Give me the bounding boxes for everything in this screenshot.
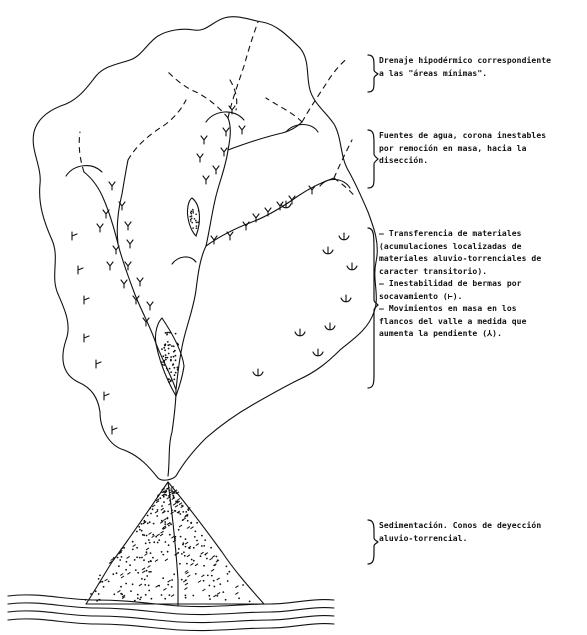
berm-instability-symbol bbox=[97, 224, 103, 232]
berm-instability-symbol bbox=[221, 148, 227, 156]
berm-instability-symbol bbox=[265, 208, 271, 216]
legend-line: — Inestabilidad de bermas por bbox=[379, 278, 587, 291]
mass-movement-symbol bbox=[295, 329, 305, 336]
berm-instability-symbol bbox=[243, 222, 249, 230]
berm-instability-symbol bbox=[109, 182, 115, 190]
legend-line: materiales aluvio-torrenciales de bbox=[379, 253, 587, 266]
berm-instability-symbol bbox=[127, 240, 133, 248]
left-channel bbox=[84, 172, 176, 390]
berm-instability-symbol bbox=[213, 166, 219, 174]
source-arc-right bbox=[286, 125, 318, 133]
mass-movement-symbol bbox=[313, 349, 323, 356]
berm-instability-symbol bbox=[239, 126, 245, 134]
source-arc-center bbox=[206, 112, 244, 122]
mass-movement-symbol bbox=[78, 266, 83, 274]
legend-subsurface-drainage: Drenaje hipodérmico correspondiente a la… bbox=[368, 55, 587, 87]
legend-transfer: — Transferencia de materiales (acumulaci… bbox=[368, 228, 587, 388]
center-channel bbox=[206, 118, 230, 246]
legend-line: Sedimentación. Conos de deyección bbox=[379, 520, 587, 533]
legend-line: aumenta la pendiente (⅄). bbox=[379, 328, 587, 341]
legend-line: — Movimientos en masa en los bbox=[379, 303, 587, 316]
mass-movement-symbol bbox=[341, 295, 351, 302]
mass-movement-symbol bbox=[323, 247, 333, 254]
berm-instability-symbol bbox=[223, 128, 229, 136]
berm-instability-symbol bbox=[125, 222, 131, 230]
legend-line: Fuentes de agua, corona inestables bbox=[379, 130, 587, 143]
legend-line: disección. bbox=[379, 155, 587, 168]
berm-instability-symbol bbox=[289, 196, 295, 204]
legend-sedimentation: Sedimentación. Conos de deyección aluvio… bbox=[368, 520, 587, 565]
legend-line: caracter transitorio). bbox=[379, 266, 587, 279]
berm-instability-symbol bbox=[201, 136, 207, 144]
sediment-lens bbox=[187, 198, 199, 236]
mass-movement-symbol bbox=[325, 323, 335, 330]
berm-instability-symbol bbox=[211, 236, 217, 244]
berm-instability-symbol bbox=[107, 262, 113, 270]
mass-movement-symbol bbox=[347, 263, 357, 270]
mass-movement-symbol bbox=[104, 392, 109, 400]
legend-line: por remoción en masa, hacia la bbox=[379, 143, 587, 156]
legend-line: (acumulaciones localizadas de bbox=[379, 241, 587, 254]
legend-line: flancos del valle a medida que bbox=[379, 316, 587, 329]
mass-movement-symbol bbox=[339, 233, 349, 240]
dashed-subsurface-drainage bbox=[79, 22, 356, 198]
main-channel bbox=[168, 246, 206, 476]
berm-instability-symbol bbox=[103, 210, 109, 218]
legend-water-sources: Fuentes de agua, corona inestables por r… bbox=[368, 130, 587, 185]
berm-instability-symbol bbox=[203, 176, 209, 184]
mass-movement-symbol bbox=[112, 426, 117, 434]
mass-movement-symbol bbox=[84, 296, 89, 304]
legend-line: socavamiento (⊢). bbox=[379, 291, 587, 304]
legend-line: Drenaje hipodérmico correspondiente bbox=[379, 55, 587, 68]
mass-movement-symbol bbox=[84, 334, 89, 342]
legend-line: aluvio-torrencial. bbox=[379, 533, 587, 546]
berm-instability-symbol bbox=[137, 278, 143, 286]
mass-movement-symbol bbox=[72, 232, 77, 240]
legend-line: a las "áreas mínimas". bbox=[379, 68, 587, 81]
berm-instability-symbol bbox=[227, 232, 233, 240]
berm-instability-symbol bbox=[121, 280, 127, 288]
mass-movement-symbol bbox=[253, 369, 263, 376]
berm-instability-symbol bbox=[147, 302, 153, 310]
berm-instability-symbol bbox=[197, 154, 203, 162]
right-channel bbox=[206, 178, 334, 246]
berm-instability-symbol bbox=[113, 246, 119, 254]
legend-line: — Transferencia de materiales bbox=[379, 228, 587, 241]
mass-movement-symbol bbox=[96, 360, 101, 368]
